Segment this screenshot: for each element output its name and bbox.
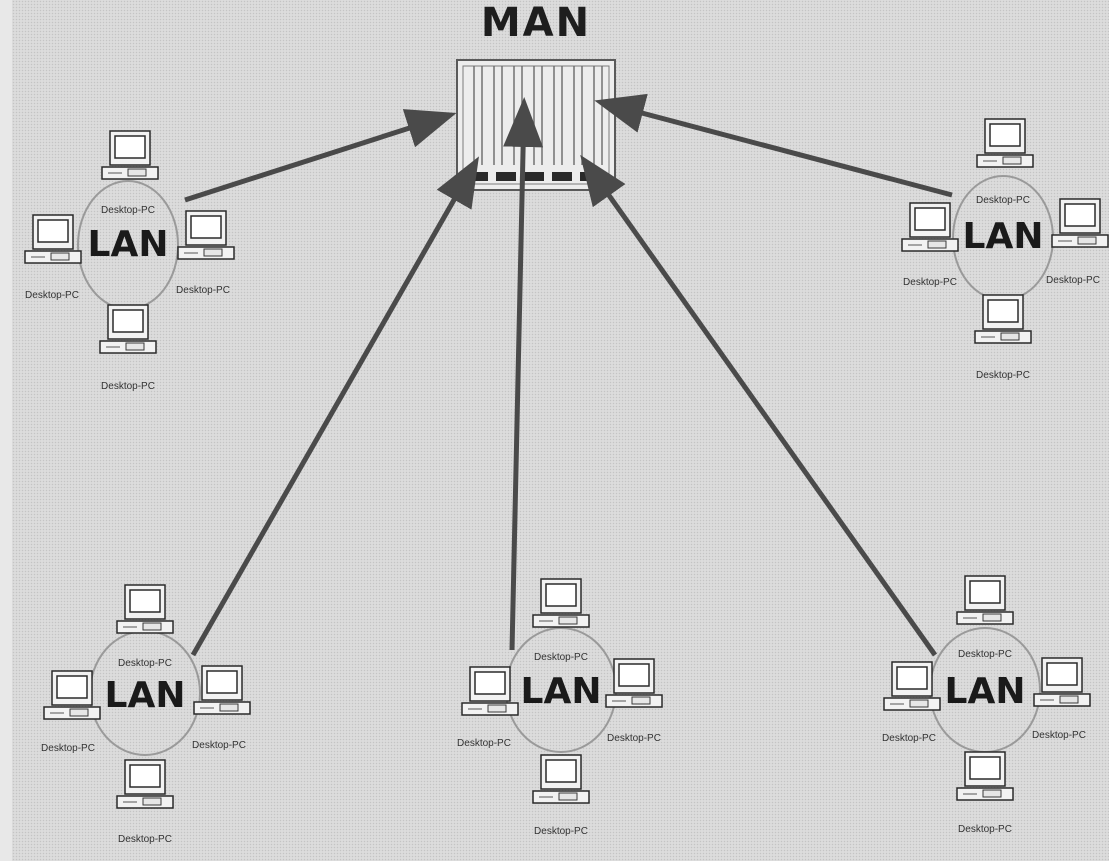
desktop-pc: Desktop-PC <box>41 671 100 754</box>
pc-label: Desktop-PC <box>976 195 1030 206</box>
desktop-pc: Desktop-PC <box>882 662 940 744</box>
man-title: MAN <box>481 0 591 46</box>
desktop-pc-icon <box>1034 658 1090 706</box>
pc-label: Desktop-PC <box>607 733 661 744</box>
desktop-pc-icon <box>606 659 662 707</box>
lan-label: LAN <box>521 671 602 712</box>
lan-label: LAN <box>105 675 186 716</box>
desktop-pc-icon <box>884 662 940 710</box>
lan-group-2: Desktop-PC Desktop-PC Desktop-PC Desktop-PC… <box>902 119 1108 381</box>
desktop-pc: Desktop-PC <box>957 752 1013 835</box>
desktop-pc: Desktop-PC <box>1046 199 1108 286</box>
pc-label: Desktop-PC <box>534 826 588 837</box>
desktop-pc-icon <box>25 215 81 263</box>
desktop-pc: Desktop-PC <box>192 666 250 751</box>
desktop-pc-icon <box>117 585 173 633</box>
desktop-pc-icon <box>194 666 250 714</box>
pc-label: Desktop-PC <box>958 824 1012 835</box>
pc-label: Desktop-PC <box>534 652 588 663</box>
lan-group-1: Desktop-PC Desktop-PC Desktop-PC Desktop-PC… <box>25 131 234 392</box>
desktop-pc: Desktop-PC <box>976 119 1033 206</box>
desktop-pc: Desktop-PC <box>457 667 518 749</box>
pc-label: Desktop-PC <box>101 205 155 216</box>
pc-label: Desktop-PC <box>25 290 79 301</box>
lan-label: LAN <box>88 224 169 265</box>
lan-group-5: Desktop-PC Desktop-PC Desktop-PC Desktop-PC… <box>882 576 1090 835</box>
pc-label: Desktop-PC <box>101 381 155 392</box>
desktop-pc: Desktop-PC <box>117 760 173 845</box>
pc-label: Desktop-PC <box>1032 730 1086 741</box>
desktop-pc-icon <box>975 295 1031 343</box>
desktop-pc: Desktop-PC <box>117 585 173 669</box>
desktop-pc: Desktop-PC <box>25 215 81 301</box>
desktop-pc: Desktop-PC <box>533 755 589 837</box>
pc-label: Desktop-PC <box>118 834 172 845</box>
desktop-pc-icon <box>533 755 589 803</box>
desktop-pc: Desktop-PC <box>606 659 662 744</box>
pc-label: Desktop-PC <box>118 658 172 669</box>
desktop-pc: Desktop-PC <box>957 576 1013 660</box>
arrow-lan-3 <box>193 165 474 655</box>
desktop-pc: Desktop-PC <box>1032 658 1090 741</box>
lan-label: LAN <box>945 671 1026 712</box>
desktop-pc: Desktop-PC <box>975 295 1031 381</box>
desktop-pc-icon <box>102 131 158 179</box>
desktop-pc-icon <box>100 305 156 353</box>
lan-group-3: Desktop-PC Desktop-PC Desktop-PC Desktop-PC… <box>41 585 250 845</box>
desktop-pc-icon <box>902 203 958 251</box>
pc-label: Desktop-PC <box>457 738 511 749</box>
desktop-pc: Desktop-PC <box>902 203 958 288</box>
pc-label: Desktop-PC <box>176 285 230 296</box>
desktop-pc: Desktop-PC <box>176 211 234 296</box>
pc-label: Desktop-PC <box>958 649 1012 660</box>
arrow-lan-5 <box>586 163 935 655</box>
desktop-pc-icon <box>44 671 100 719</box>
desktop-pc-icon <box>533 579 589 627</box>
desktop-pc: Desktop-PC <box>100 305 156 392</box>
lan-label: LAN <box>963 216 1044 257</box>
desktop-pc: Desktop-PC <box>101 131 158 216</box>
desktop-pc-icon <box>957 752 1013 800</box>
desktop-pc-icon <box>977 119 1033 167</box>
pc-label: Desktop-PC <box>976 370 1030 381</box>
pc-label: Desktop-PC <box>192 740 246 751</box>
pc-label: Desktop-PC <box>41 743 95 754</box>
pc-label: Desktop-PC <box>882 733 936 744</box>
arrow-lan-1 <box>185 116 447 200</box>
arrow-lan-2 <box>604 103 952 195</box>
desktop-pc-icon <box>957 576 1013 624</box>
desktop-pc-icon <box>1052 199 1108 247</box>
man-server-rack: MAN <box>457 0 615 190</box>
desktop-pc-icon <box>117 760 173 808</box>
pc-label: Desktop-PC <box>1046 275 1100 286</box>
desktop-pc: Desktop-PC <box>533 579 589 663</box>
desktop-pc-icon <box>462 667 518 715</box>
lan-group-4: Desktop-PC Desktop-PC Desktop-PC Desktop-PC… <box>457 579 662 837</box>
desktop-pc-icon <box>178 211 234 259</box>
pc-label: Desktop-PC <box>903 277 957 288</box>
